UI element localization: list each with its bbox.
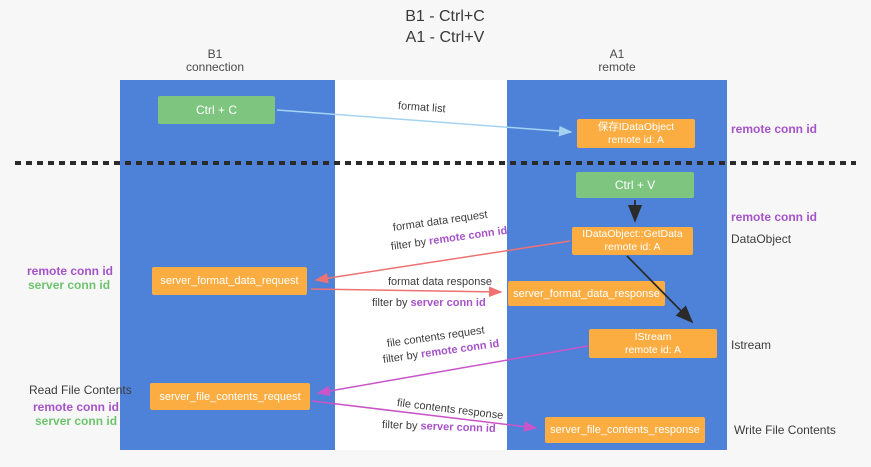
idataobject-getdata-box: IDataObject::GetData remote id: A: [572, 227, 693, 255]
server-file-contents-response-label: server_file_contents_response: [550, 424, 700, 436]
server-file-contents-response-box: server_file_contents_response: [545, 417, 705, 443]
left-remote-conn-id-bottom: remote conn id: [33, 400, 120, 414]
filter-by-text: filter by: [381, 419, 421, 433]
format-data-response-label: format data response: [388, 276, 492, 288]
save-idataobject-box: 保存IDataObject remote id: A: [577, 119, 695, 148]
middle-strip-background: [335, 80, 507, 450]
server-format-data-response-label: server_format_data_response: [513, 287, 660, 300]
save-idataobject-line2: remote id: A: [607, 133, 665, 146]
server-format-data-response-box: server_format_data_response: [508, 281, 665, 306]
write-file-contents-label: Write File Contents: [734, 423, 836, 437]
left-server-conn-id-bottom: server conn id: [35, 414, 118, 428]
server-file-contents-request-box: server_file_contents_request: [150, 383, 310, 410]
b1-name: B1: [207, 47, 223, 61]
getdata-line1: IDataObject::GetData: [582, 228, 683, 240]
istream-box: IStream remote id: A: [589, 329, 717, 358]
a1-subtitle: remote: [598, 60, 636, 74]
istream-side-label: Istream: [731, 338, 772, 352]
server-file-contents-request-label: server_file_contents_request: [159, 390, 301, 403]
dataobject-label: DataObject: [731, 232, 792, 246]
server-format-data-request-label: server_format_data_request: [160, 275, 299, 287]
column-header-b1: B1 connection: [160, 48, 270, 74]
server-conn-id-text: server conn id: [410, 297, 486, 309]
getdata-line2: remote id: A: [604, 241, 661, 253]
title-line-2: A1 - Ctrl+V: [405, 29, 485, 46]
b1-subtitle: connection: [185, 60, 245, 74]
filter-by-text: filter by: [372, 297, 411, 309]
page-title: B1 - Ctrl+C A1 - Ctrl+V: [345, 6, 545, 48]
ctrl-v-label: Ctrl + V: [614, 178, 656, 192]
a1-name: A1: [609, 47, 625, 61]
left-remote-conn-id-top: remote conn id: [27, 264, 114, 278]
istream-line1: IStream: [634, 330, 672, 343]
save-idataobject-line1: 保存IDataObject: [597, 120, 675, 133]
istream-line2: remote id: A: [624, 343, 682, 356]
read-file-contents-label: Read File Contents: [29, 383, 132, 397]
filter-by-server-conn-id-label-1: filter by server conn id: [372, 297, 486, 309]
server-format-data-request-box: server_format_data_request: [152, 267, 307, 295]
right-remote-conn-id-mid: remote conn id: [731, 210, 818, 224]
right-remote-conn-id-top: remote conn id: [731, 122, 818, 136]
left-server-conn-id-top: server conn id: [28, 278, 111, 292]
ctrl-c-label: Ctrl + C: [195, 103, 237, 117]
title-line-1: B1 - Ctrl+C: [405, 8, 485, 25]
ctrl-c-box: Ctrl + C: [158, 96, 275, 124]
server-conn-id-text: server conn id: [420, 420, 496, 435]
dashed-separator-line: [15, 161, 856, 165]
ctrl-v-box: Ctrl + V: [576, 172, 694, 198]
column-header-a1: A1 remote: [562, 48, 672, 74]
